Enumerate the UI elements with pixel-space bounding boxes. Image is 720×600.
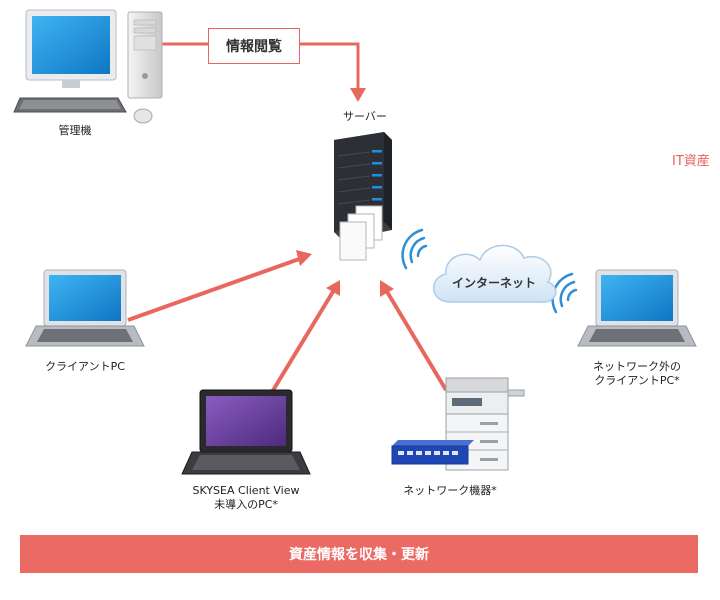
server-label: サーバー [343,110,387,123]
server-icon [334,132,392,261]
arrow-info-view [162,42,366,102]
network-switch-icon [391,440,474,465]
unmanaged-pc-laptop-icon [181,389,311,475]
info-view-box: 情報閲覧 [208,28,300,64]
it-assets-label: IT資産 [672,154,710,169]
admin-pc-label: 管理機 [58,124,92,137]
admin-pc-icon [13,9,163,124]
info-view-label: 情報閲覧 [226,39,282,55]
collect-update-banner: 資産情報を収集・更新 [20,535,698,573]
external-pc-label-line2: クライアントPC* [594,374,680,387]
client-pc-label: クライアントPC [45,360,125,373]
network-devices-label: ネットワーク機器* [403,484,497,497]
external-pc-label: ネットワーク外の クライアントPC* [574,360,700,388]
internet-cloud-icon [433,244,557,303]
external-pc-laptop-icon [577,269,697,347]
skysea-pc-label-line1: SKYSEA Client View [192,484,300,497]
arrow-client-to-server [127,250,312,322]
client-pc-laptop-icon [25,269,145,347]
external-pc-label-line1: ネットワーク外の [593,360,681,373]
wifi-signal-left-icon [401,228,428,270]
skysea-pc-label-line2: 未導入のPC* [214,498,278,511]
skysea-pc-label: SKYSEA Client View 未導入のPC* [176,484,316,512]
arrow-network-to-server [380,280,448,392]
internet-label: インターネット [451,276,536,290]
banner-text: 資産情報を収集・更新 [289,547,429,563]
arrow-skysea-to-server [270,280,340,394]
